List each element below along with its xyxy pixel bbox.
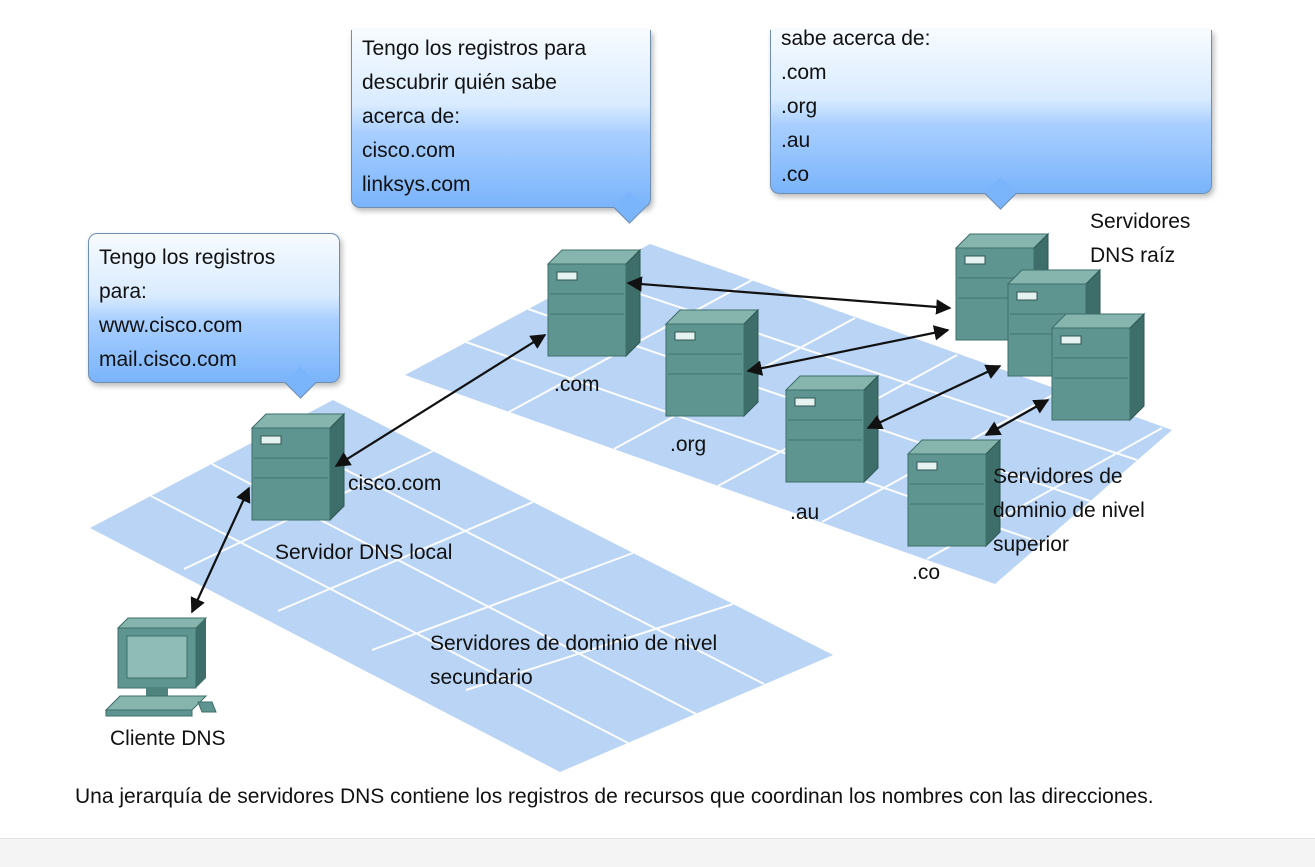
tld-servers-label: Servidores de dominio de nivel superior (993, 460, 1145, 562)
label-line: Servidores (1090, 210, 1191, 233)
root-server-3-icon (1051, 313, 1145, 421)
bubble-line: .com (781, 61, 827, 84)
root-servers-label: Servidores DNS raíz (1090, 205, 1190, 273)
cisco-label: cisco.com (348, 472, 442, 495)
label-line: Servidores de (993, 465, 1123, 488)
local-dns-server-label: Servidor DNS local (275, 541, 453, 564)
bubble-line: .org (781, 95, 818, 118)
bubble-line: linksys.com (362, 173, 471, 196)
label-line: DNS raíz (1090, 244, 1176, 267)
figure-caption: Una jerarquía de servidores DNS contiene… (75, 785, 1154, 808)
bubble-line: .au (781, 129, 811, 152)
tld-records-bubble: Tengo los registros para descubrir quién… (351, 30, 651, 224)
bubble-line: .co (781, 163, 810, 186)
bubble-line: www.cisco.com (99, 314, 243, 337)
bubble-line: cisco.com (362, 139, 456, 162)
org-server-icon (665, 309, 759, 417)
org-label: .org (670, 433, 707, 456)
co-server-icon (907, 439, 1001, 547)
local-dns-server-icon (251, 413, 345, 521)
au-label: .au (790, 501, 820, 524)
computer-icon (104, 617, 217, 717)
com-label: .com (554, 373, 600, 396)
bubble-line: acerca de: (362, 105, 461, 128)
second-level-servers-label: Servidores de dominio de nivel secundari… (430, 627, 717, 695)
bubble-line: Tengo los registros para (362, 37, 587, 60)
au-server-icon (785, 375, 879, 483)
bottom-bar (0, 838, 1315, 867)
dns-client-label: Cliente DNS (110, 727, 226, 750)
root-records-bubble: sabe acerca de: .com .org .au .co (770, 27, 1212, 210)
com-server-icon (547, 249, 641, 357)
bubble-line: para: (99, 280, 147, 303)
bubble-line: mail.cisco.com (99, 348, 237, 371)
label-line: Servidores de dominio de nivel (430, 632, 718, 655)
bubble-line: descubrir quién sabe (362, 71, 557, 94)
query-arrows (190, 276, 1050, 614)
label-line: dominio de nivel (993, 499, 1145, 522)
label-line: secundario (430, 666, 533, 689)
bubble-line: Tengo los registros (99, 246, 276, 269)
label-line: superior (993, 533, 1069, 556)
bubble-line: sabe acerca de: (781, 27, 931, 50)
co-label: .co (912, 561, 941, 584)
local-records-bubble: Tengo los registros para: www.cisco.com … (88, 233, 340, 399)
